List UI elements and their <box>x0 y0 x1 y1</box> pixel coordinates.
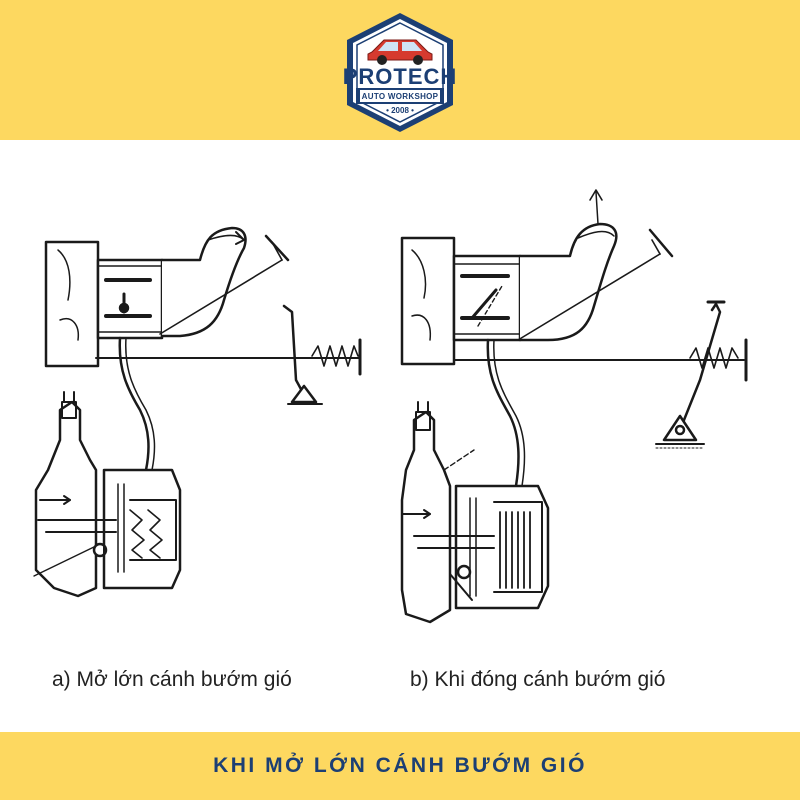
logo-brand-text: PROTECH <box>342 64 458 89</box>
protech-logo: PROTECH AUTO WORKSHOP • 2008 • <box>340 10 460 135</box>
logo-badge-icon <box>347 13 453 132</box>
footer-title: KHI MỞ LỚN CÁNH BƯỚM GIÓ <box>213 754 587 777</box>
logo-subtitle-text: AUTO WORKSHOP <box>361 92 439 101</box>
footer-banner: KHI MỞ LỚN CÁNH BƯỚM GIÓ <box>0 732 800 800</box>
carburetor-diagram: a) Mở lớn cánh bướm gió b) Khi đóng cánh… <box>0 140 800 732</box>
caption-throttle-open: a) Mở lớn cánh bướm gió <box>52 668 292 691</box>
carburetor-drawings <box>33 189 748 624</box>
figure-a-throttle-open <box>33 226 362 598</box>
caption-throttle-closed: b) Khi đóng cánh bướm gió <box>410 668 666 691</box>
header-banner: PROTECH AUTO WORKSHOP • 2008 • <box>0 0 800 140</box>
logo-year-text: • 2008 • <box>386 106 414 115</box>
figure-b-throttle-closed <box>400 189 748 624</box>
